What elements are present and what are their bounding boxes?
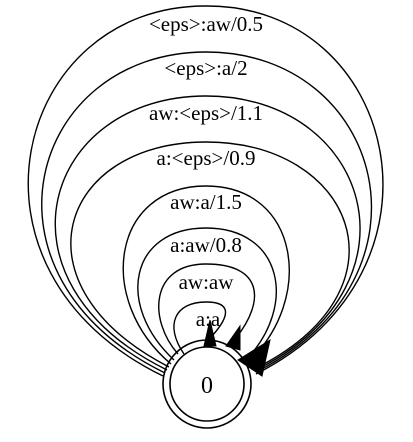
arrowhead-outer-loops [237, 338, 271, 377]
loop-label-a-a: a:a [196, 307, 221, 331]
loop-arc-aw-eps [54, 95, 361, 371]
loop-arc-a-a [173, 301, 227, 355]
loop-label-eps-a: <eps>:a/2 [164, 56, 247, 80]
loop-label-a-eps: a:<eps>/0.9 [157, 146, 256, 170]
state-node-0: 0 [162, 339, 252, 429]
loop-arc-eps-a [41, 51, 373, 374]
loop-label-aw-aw: aw:aw [179, 270, 235, 294]
loop-label-aw-eps: aw:<eps>/1.1 [149, 101, 263, 125]
loop-label-eps-aw: <eps>:aw/0.5 [149, 12, 263, 36]
edge-labels: <eps>:aw/0.5 <eps>:a/2 aw:<eps>/1.1 a:<e… [149, 12, 263, 331]
loop-arc-eps-aw [27, 5, 384, 377]
loop-arc-aw-a [122, 185, 290, 365]
state-inner-ring [169, 346, 245, 422]
loop-label-a-aw: a:aw/0.8 [170, 233, 242, 257]
self-loop-arcs [27, 5, 384, 377]
arrowhead-aw-aw [225, 324, 241, 351]
loop-arc-a-eps [70, 141, 350, 368]
loop-arc-a-aw [137, 227, 277, 361]
loop-arc-aw-aw [158, 263, 256, 355]
state-label: 0 [201, 373, 213, 399]
state-outer-ring [162, 339, 252, 429]
loop-label-aw-a: aw:a/1.5 [170, 190, 242, 214]
